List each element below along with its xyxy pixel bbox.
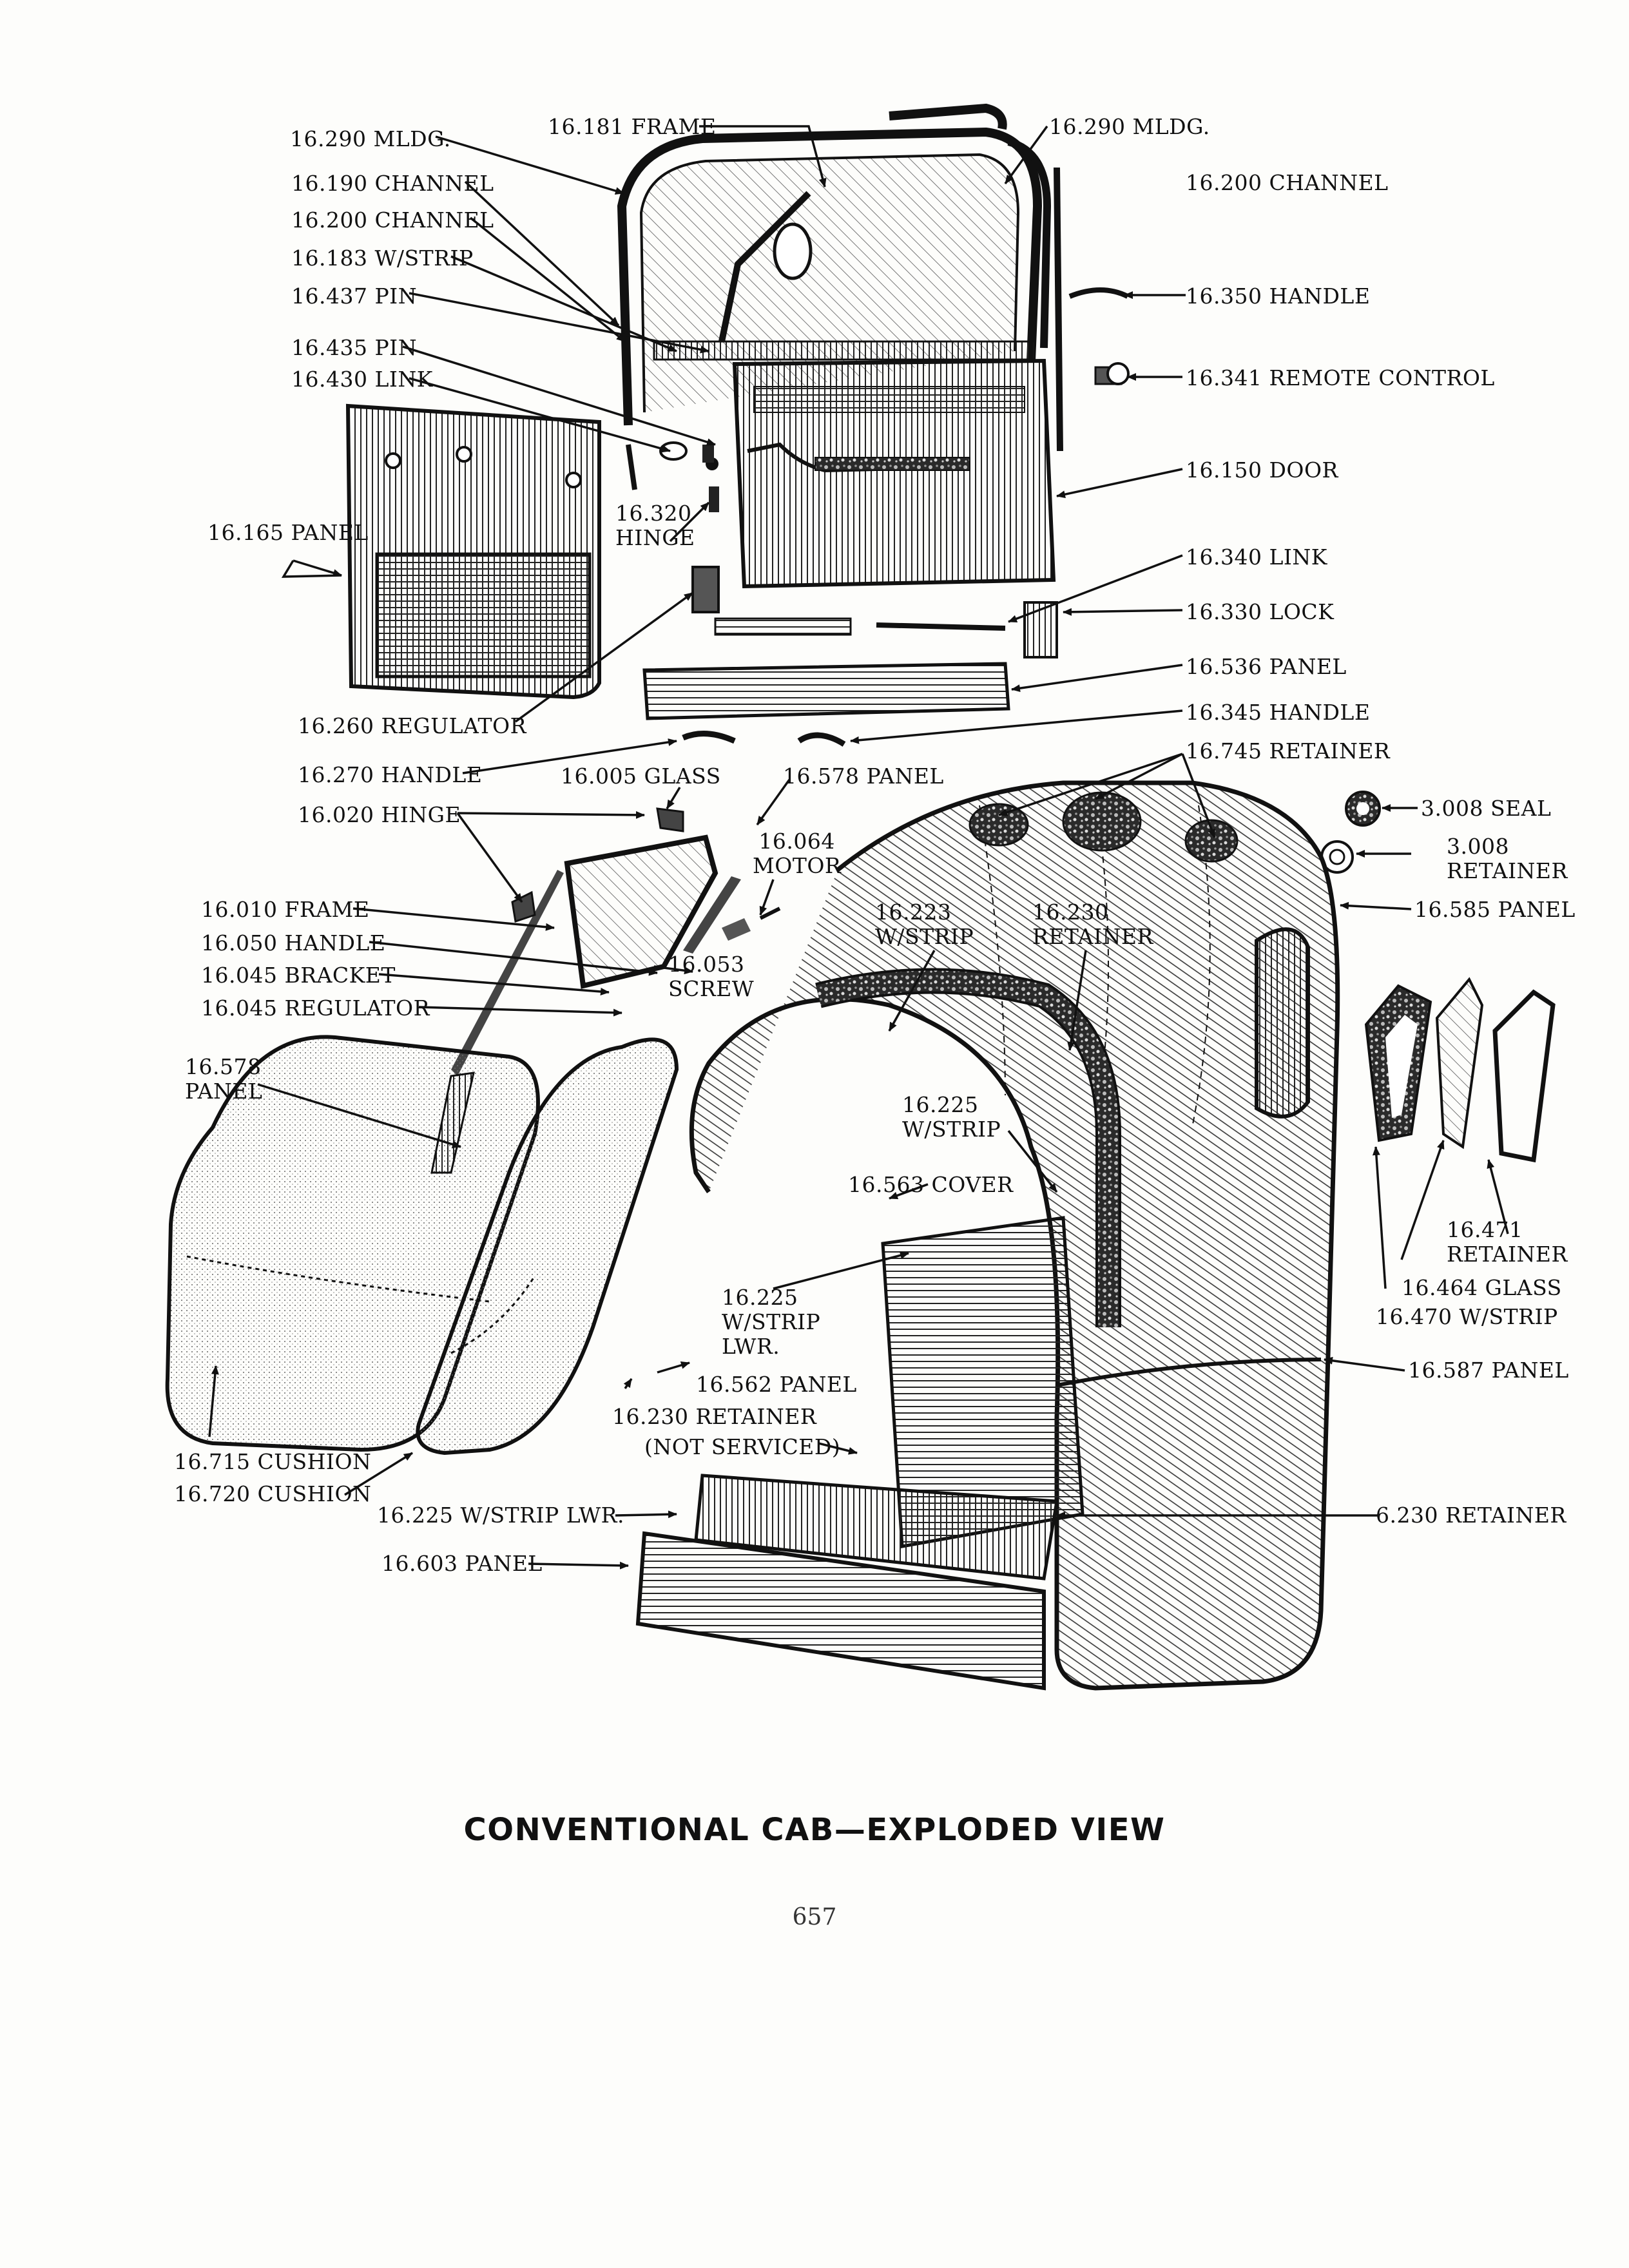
door-trim-panel — [345, 403, 601, 700]
callout-16-045-bracket: 16.045 BRACKET — [201, 963, 396, 988]
callout-16-230-retainer-top: 16.230 RETAINER — [1032, 899, 1153, 949]
figure-caption: CONVENTIONAL CAB—EXPLODED VIEW — [463, 1812, 1166, 1848]
callout-16-225-wstrip-lwr-inner: 16.225 W/STRIP LWR. — [722, 1285, 821, 1359]
callout-16-562-panel: 16.562 PANEL — [696, 1372, 857, 1397]
panel-165-arrow — [281, 560, 342, 578]
callout-16-181-frame: 16.181 FRAME — [548, 114, 717, 139]
leader-lines — [208, 125, 1509, 1570]
callout-16-165-panel: 16.165 PANEL — [207, 520, 369, 545]
callout-16-464-glass: 16.464 GLASS — [1402, 1275, 1562, 1300]
callout-16-050-handle: 16.050 HANDLE — [201, 930, 386, 956]
callout-6-230-retainer: 6.230 RETAINER — [1376, 1503, 1566, 1528]
callout-16-270-handle: 16.270 HANDLE — [298, 762, 483, 787]
callout-16-345-handle: 16.345 HANDLE — [1186, 700, 1371, 725]
callout-16-435-pin: 16.435 PIN — [291, 335, 418, 360]
callout-16-330-lock: 16.330 LOCK — [1186, 599, 1335, 624]
cab-body — [635, 780, 1556, 1691]
callout-16-290-mldg-right: 16.290 MLDG. — [1049, 114, 1210, 139]
callout-16-585-panel: 16.585 PANEL — [1414, 897, 1576, 922]
callout-16-350-handle: 16.350 HANDLE — [1186, 284, 1371, 309]
callout-16-587-panel: 16.587 PANEL — [1408, 1358, 1569, 1383]
callout-16-437-pin: 16.437 PIN — [291, 284, 418, 309]
callout-not-serviced: (NOT SERVICED) — [644, 1434, 841, 1459]
callout-16-225-wstrip-lwr: 16.225 W/STRIP LWR. — [377, 1503, 624, 1528]
callout-16-603-panel: 16.603 PANEL — [381, 1551, 543, 1576]
callout-16-045-regulator: 16.045 REGULATOR — [201, 995, 430, 1021]
callout-16-053-screw: 16.053 SCREW — [668, 952, 755, 1001]
callout-16-745-retainer: 16.745 RETAINER — [1186, 738, 1391, 764]
callout-16-578-panel-left: 16.578 PANEL — [185, 1054, 263, 1104]
callout-16-020-hinge: 16.020 HINGE — [298, 802, 461, 827]
callout-16-150-door: 16.150 DOOR — [1186, 457, 1338, 483]
callout-16-715-cushion: 16.715 CUSHION — [174, 1449, 372, 1474]
vent-window — [451, 807, 781, 1076]
seat-cushions — [165, 1035, 679, 1456]
callout-16-563-cover: 16.563 COVER — [848, 1172, 1014, 1197]
callout-16-223-wstrip: 16.223 W/STRIP — [875, 899, 974, 949]
callout-16-225-wstrip-mid: 16.225 W/STRIP — [902, 1092, 1001, 1142]
page-number: 657 — [792, 1904, 837, 1930]
callout-16-190-channel: 16.190 CHANNEL — [291, 171, 494, 196]
callout-16-341-remote-control: 16.341 REMOTE CONTROL — [1186, 365, 1495, 390]
callout-16-320-hinge: 16.320 HINGE — [615, 501, 695, 550]
callout-16-230-retainer-lower: 16.230 RETAINER — [612, 1404, 817, 1429]
callout-16-200-channel-left: 16.200 CHANNEL — [291, 207, 494, 233]
callout-16-064-motor: 16.064 MOTOR — [753, 829, 842, 878]
callout-16-471-retainer: 16.471 RETAINER — [1447, 1217, 1568, 1267]
callout-3-008-seal: 3.008 SEAL — [1421, 796, 1552, 821]
callout-16-290-mldg-left: 16.290 MLDG. — [290, 126, 451, 151]
callout-16-430-link: 16.430 LINK — [291, 367, 433, 392]
callout-16-536-panel: 16.536 PANEL — [1186, 654, 1347, 679]
door-hardware — [642, 287, 1381, 874]
callout-16-200-channel-right: 16.200 CHANNEL — [1186, 170, 1389, 195]
callout-16-183-wstrip: 16.183 W/STRIP — [291, 245, 474, 271]
door-assembly — [617, 103, 1063, 589]
callout-16-720-cushion: 16.720 CUSHION — [174, 1481, 372, 1506]
callout-3-008-retainer: 3.008 RETAINER — [1447, 834, 1568, 883]
callout-16-010-frame: 16.010 FRAME — [201, 897, 370, 922]
callout-16-005-glass: 16.005 GLASS — [561, 764, 721, 789]
callout-16-470-wstrip: 16.470 W/STRIP — [1376, 1304, 1558, 1329]
callout-16-578-panel-top: 16.578 PANEL — [783, 764, 944, 789]
callout-16-340-link: 16.340 LINK — [1186, 544, 1327, 570]
callout-16-260-regulator: 16.260 REGULATOR — [298, 713, 526, 738]
